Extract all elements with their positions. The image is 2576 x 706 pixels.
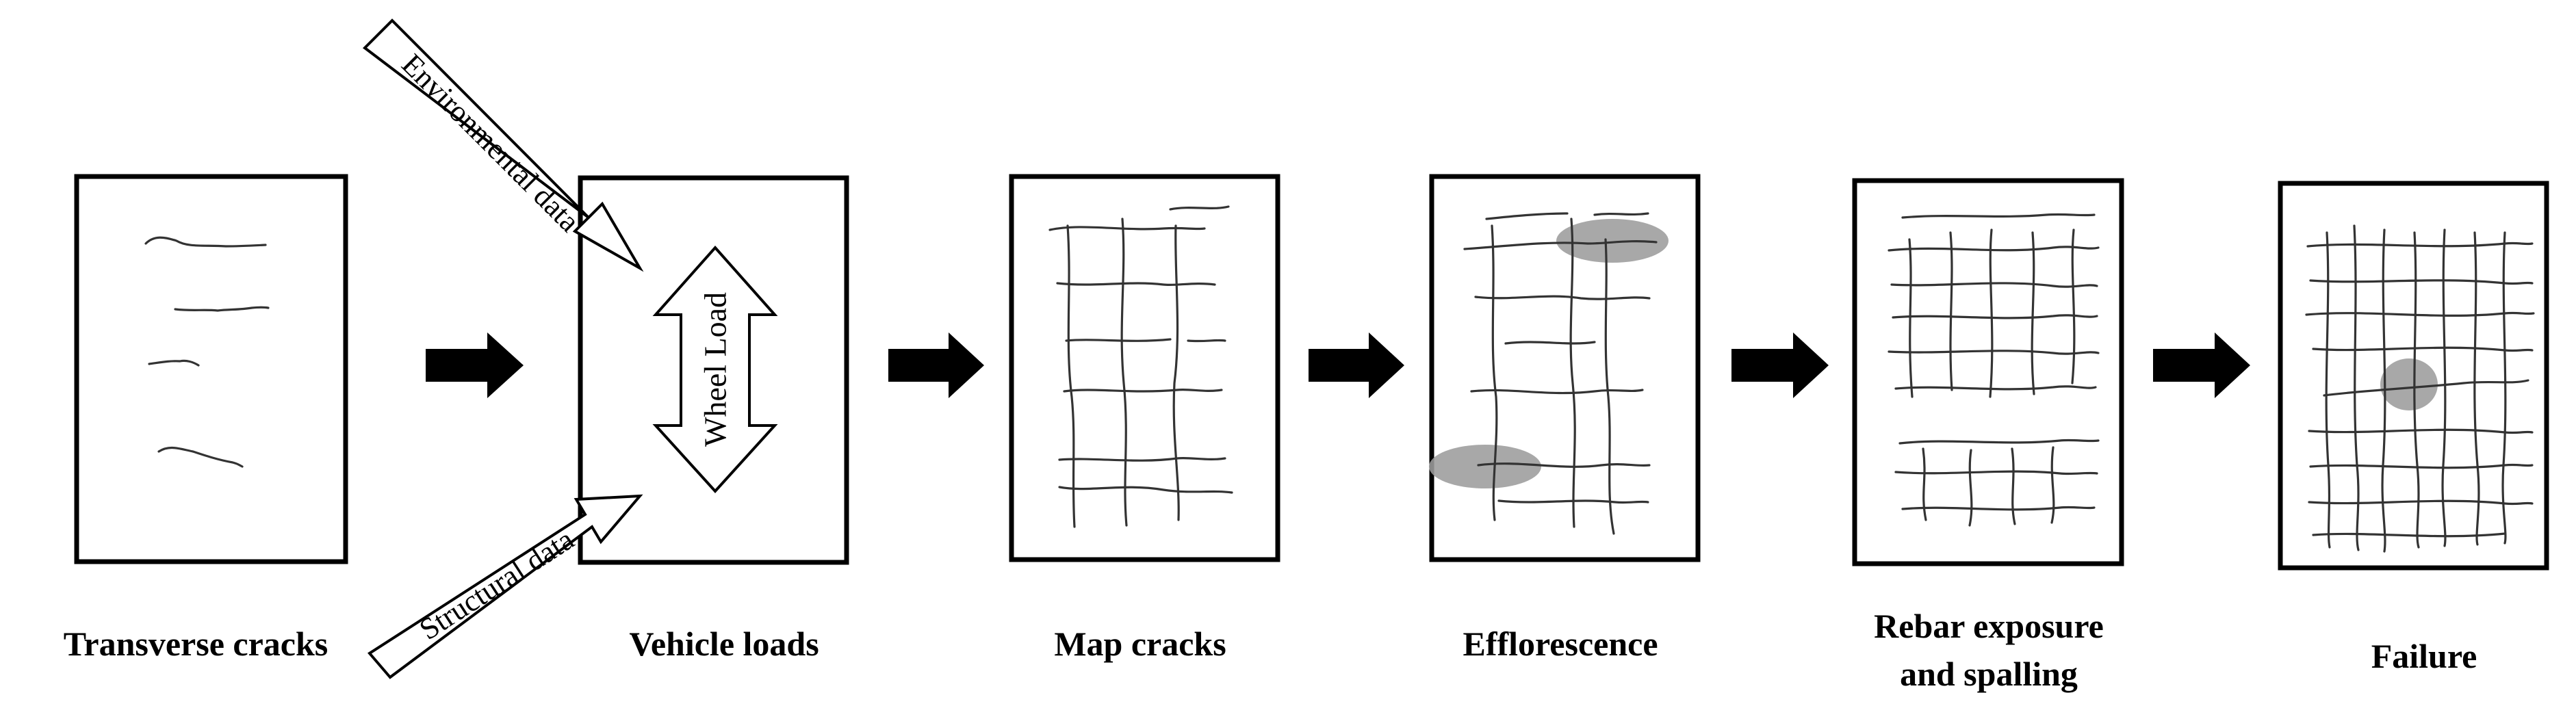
- flow-arrow: [1731, 332, 1829, 398]
- flow-arrow: [2153, 332, 2250, 398]
- structural-data-arrow: [367, 494, 643, 679]
- panel-rebar-exposure: [1852, 178, 2124, 566]
- caption-transverse-cracks: Transverse cracks: [64, 625, 328, 663]
- caption-rebar-exposure-line2: and spalling: [1900, 655, 2078, 693]
- wheel-load-arrow: [652, 245, 778, 493]
- panel-failure: [2278, 181, 2549, 571]
- panel-map-cracks: [1009, 174, 1280, 562]
- caption-map-cracks: Map cracks: [1054, 625, 1226, 663]
- panel-efflorescence: [1429, 174, 1701, 562]
- structural-data-label: Structural data: [413, 523, 580, 647]
- caption-vehicle-loads: Vehicle loads: [629, 625, 819, 663]
- failure-damage-zone: [2380, 358, 2438, 410]
- flow-arrow: [426, 332, 524, 398]
- environmental-data-label: Environmental data: [396, 47, 587, 238]
- panel-transverse-cracks: [74, 174, 348, 564]
- flow-arrow: [1309, 332, 1404, 398]
- caption-rebar-exposure-line1: Rebar exposure: [1874, 607, 2104, 645]
- efflorescence-stain: [1429, 445, 1541, 488]
- efflorescence-stain: [1556, 219, 1669, 263]
- flow-arrow: [888, 332, 984, 398]
- caption-failure: Failure: [2371, 637, 2477, 675]
- wheel-load-label: Wheel Load: [698, 292, 733, 447]
- structural-data-input: Structural data: [367, 494, 643, 679]
- environmental-data-arrow: [362, 18, 644, 272]
- caption-efflorescence: Efflorescence: [1463, 625, 1658, 663]
- environmental-data-input: Environmental data: [362, 18, 644, 272]
